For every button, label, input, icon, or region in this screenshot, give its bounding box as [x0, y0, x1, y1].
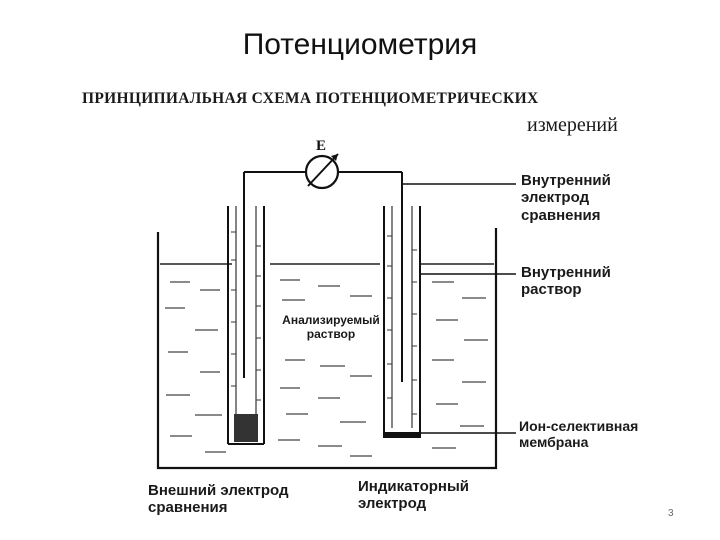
label-analyte-solution: Анализируемый раствор: [282, 313, 380, 341]
diagram-heading-line2: измерений: [527, 114, 618, 136]
label-indicator-electrode: Индикаторный электрод: [358, 478, 469, 513]
beaker-outline: [156, 228, 498, 470]
page-number: 3: [668, 508, 674, 519]
external-reference-electrode: [227, 206, 265, 445]
diagram-heading-line1: ПРИНЦИПИАЛЬНАЯ СХЕМА ПОТЕНЦИОМЕТРИЧЕСКИХ: [82, 90, 539, 107]
label-inner-solution: Внутренний раствор: [521, 264, 611, 299]
slide-title: Потенциометрия: [242, 28, 478, 61]
ion-selective-membrane-shape: [384, 432, 420, 438]
porous-junction: [234, 414, 258, 442]
solution-hatching: [165, 279, 488, 457]
leader-lines: [402, 183, 516, 434]
label-ion-selective-membrane: Ион-селективная мембрана: [519, 418, 639, 451]
voltmeter-symbol: E: [316, 138, 326, 154]
voltmeter-icon: [304, 153, 340, 190]
indicator-electrode: [383, 206, 421, 438]
label-inner-reference-electrode: Внутренний электрод сравнения: [521, 172, 611, 224]
label-external-reference-electrode: Внешний электрод сравнения: [148, 482, 289, 517]
